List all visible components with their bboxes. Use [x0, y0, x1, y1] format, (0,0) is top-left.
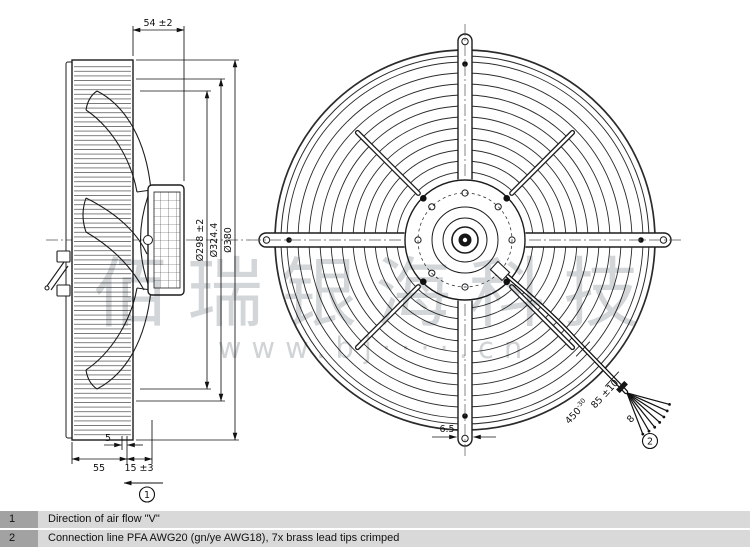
dim-grille-depth-label: 15 ±3 — [124, 463, 153, 474]
callout-1-label: 1 — [144, 490, 150, 501]
front-view — [249, 24, 681, 456]
note-number: 1 — [0, 511, 38, 528]
motor-hub — [404, 179, 526, 301]
airflow-callout: 1 — [123, 480, 163, 503]
dim-overall-diameter-label: Ø380 — [223, 227, 234, 253]
hub-mount-bolts — [420, 195, 511, 286]
note-number: 2 — [0, 530, 38, 547]
dim-tip-length-label: 8 — [625, 413, 637, 425]
dim-strip-length-label: 85 ±10 — [589, 378, 621, 411]
grille-wires-side — [74, 64, 131, 436]
note-text: Connection line PFA AWG20 (gn/ye AWG18),… — [38, 530, 750, 547]
side-view-dimensions — [71, 26, 239, 464]
connection-cable — [489, 260, 671, 436]
front-view-dimensions — [432, 341, 620, 440]
dim-flange-offset-label: 5 — [105, 433, 111, 444]
motor-side — [139, 184, 185, 296]
callout-1-circle — [138, 486, 156, 503]
lead-tips — [626, 392, 671, 436]
dim-housing-depth-label: 55 — [93, 463, 105, 474]
cable-gland — [489, 260, 511, 282]
callout-2-label: 2 — [647, 437, 653, 448]
callout-2-circle — [641, 432, 659, 450]
notes-table: 1 Direction of air flow "V" 2 Connection… — [0, 509, 750, 547]
cable-callout: 2 — [641, 432, 659, 450]
dim-strut-width-label: 6.5 — [439, 424, 454, 435]
mounting-clamp — [44, 250, 71, 297]
note-row-cable: 2 Connection line PFA AWG20 (gn/ye AWG18… — [0, 530, 750, 547]
dim-depth-label: 54 ±2 — [143, 18, 172, 29]
dim-ring-diameter-label: Ø324.4 — [209, 223, 220, 258]
cable-crimp-band — [616, 380, 628, 394]
dim-impeller-diameter-label: Ø298 ±2 — [195, 219, 206, 262]
note-text: Direction of air flow "V" — [38, 511, 750, 528]
note-row-airflow: 1 Direction of air flow "V" — [0, 511, 750, 528]
diagonal-struts — [354, 129, 576, 351]
side-view — [44, 59, 250, 441]
fan-technical-drawing: 54 ±2 Ø298 ±2 Ø324.4 Ø380 5 55 15 ±3 1 — [44, 18, 681, 503]
